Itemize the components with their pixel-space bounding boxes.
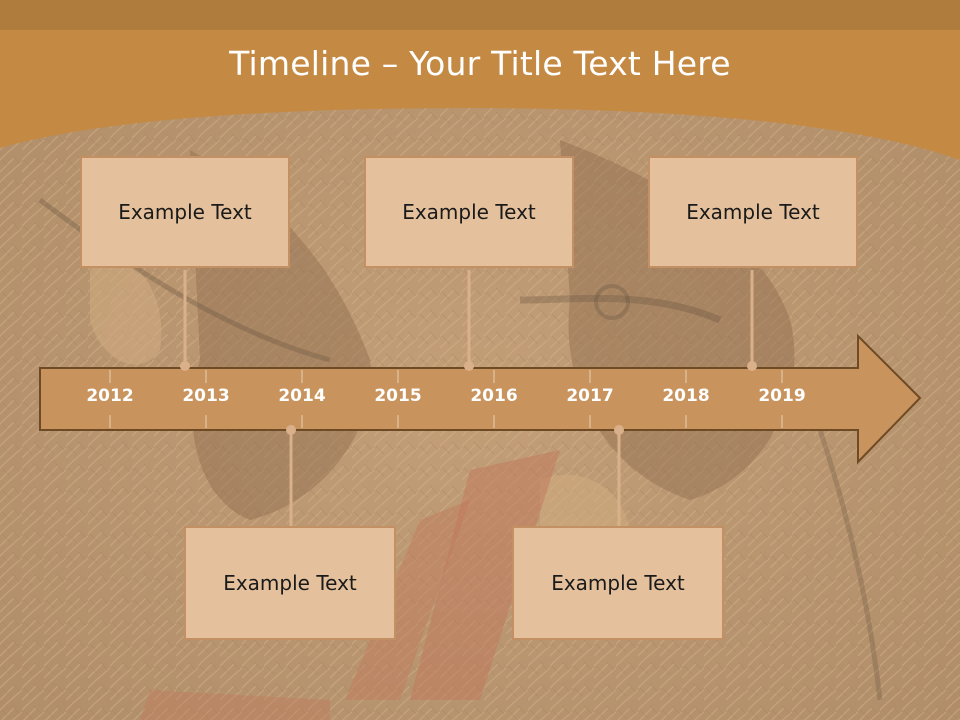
event-box-text: Example Text bbox=[118, 200, 252, 224]
event-box-text: Example Text bbox=[686, 200, 820, 224]
event-box-top-2[interactable]: Example Text bbox=[364, 156, 574, 268]
year-label-2014: 2014 bbox=[278, 386, 326, 406]
connector-dot bbox=[286, 425, 296, 435]
event-box-text: Example Text bbox=[551, 571, 685, 595]
box-connectors bbox=[180, 270, 757, 526]
connector-dot bbox=[464, 361, 474, 371]
connector-dot bbox=[614, 425, 624, 435]
event-box-top-3[interactable]: Example Text bbox=[648, 156, 858, 268]
year-label-2019: 2019 bbox=[758, 386, 806, 406]
year-label-2015: 2015 bbox=[374, 386, 422, 406]
event-box-text: Example Text bbox=[223, 571, 357, 595]
year-ticks bbox=[109, 370, 783, 428]
event-box-top-1[interactable]: Example Text bbox=[80, 156, 290, 268]
slide-title: Timeline – Your Title Text Here bbox=[229, 44, 731, 83]
year-label-2012: 2012 bbox=[86, 386, 134, 406]
year-label-2016: 2016 bbox=[470, 386, 518, 406]
event-box-text: Example Text bbox=[402, 200, 536, 224]
event-box-bottom-2[interactable]: Example Text bbox=[512, 526, 724, 640]
event-box-bottom-1[interactable]: Example Text bbox=[184, 526, 396, 640]
year-label-2017: 2017 bbox=[566, 386, 614, 406]
year-label-2013: 2013 bbox=[182, 386, 230, 406]
connector-dot bbox=[747, 361, 757, 371]
timeline-arrow bbox=[39, 333, 922, 465]
year-label-2018: 2018 bbox=[662, 386, 710, 406]
connector-dot bbox=[180, 361, 190, 371]
